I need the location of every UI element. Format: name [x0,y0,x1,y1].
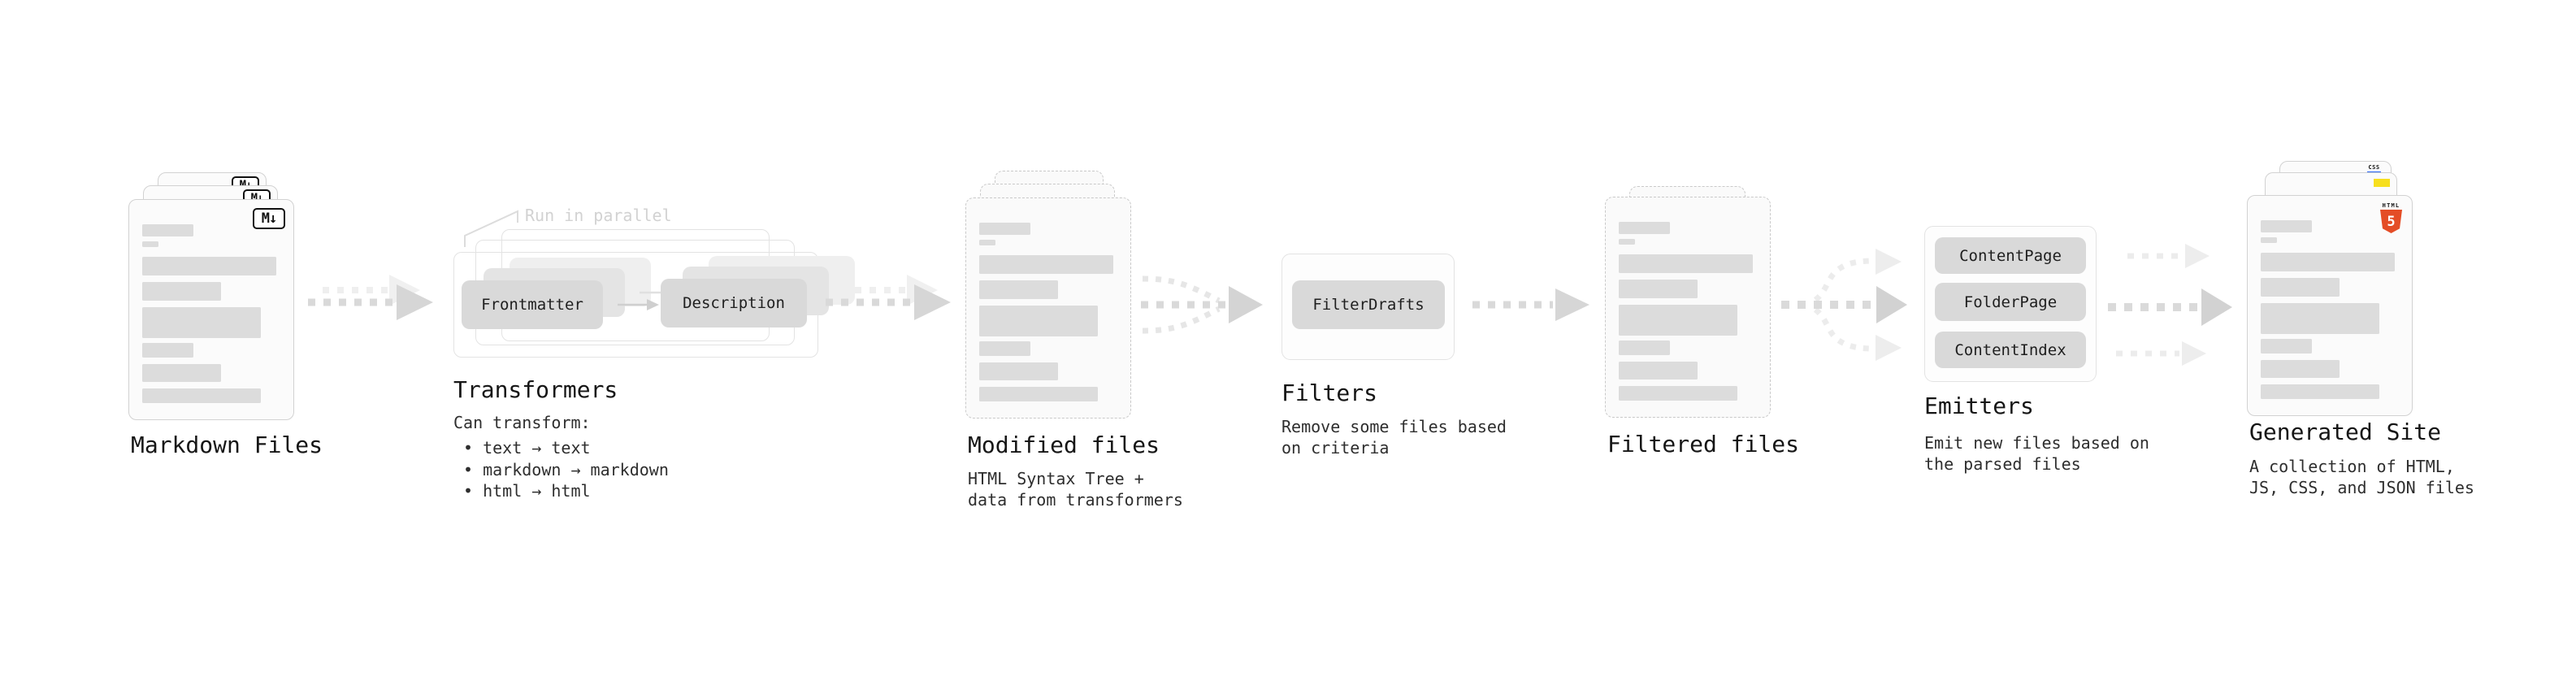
generated-site-title: Generated Site [2249,419,2442,445]
skeleton-line [1619,340,1670,355]
run-in-parallel-annotation: Run in parallel [525,206,672,225]
document-skeleton [2261,220,2399,399]
section-emitters: ContentPage FolderPage ContentIndex Emit… [1924,226,2168,486]
document-skeleton [1619,222,1757,401]
css-icon-label: CSS [2368,164,2380,171]
document-skeleton [142,224,280,403]
section-filters: FilterDrafts Filters Remove some files b… [1281,254,1525,465]
skeleton-line [979,306,1099,336]
subtitle-line: data from transformers [968,490,1183,510]
modified-files-subtitle: HTML Syntax Tree + data from transformer… [968,468,1183,510]
skeleton-line [1619,222,1670,234]
skeleton-line [979,240,996,245]
emitter-folderpage: FolderPage [1935,283,2086,321]
skeleton-line [142,257,276,275]
skeleton-line [1619,386,1738,401]
file-card: HTML 5 [2247,195,2413,416]
skeleton-line [2261,339,2312,354]
emitter-contentindex: ContentIndex [1935,332,2086,368]
subtitle-line: A collection of HTML, [2249,457,2455,476]
skeleton-line [2261,360,2340,378]
flow-arrow-markdown-to-transformers [308,275,433,320]
transform-bullet-list: • text → text • markdown → markdown • ht… [463,437,669,502]
bullet-item: • text → text [463,438,591,458]
skeleton-line [1619,280,1698,298]
flow-arrow-transformers-to-modified [826,275,951,320]
markdown-files-stack: M↓ M↓ M↓ Markdown Files [126,172,329,465]
skeleton-line [979,223,1030,235]
skeleton-line [142,388,262,403]
file-card: M↓ [128,199,294,420]
skeleton-line [1619,239,1636,245]
flow-arrow-emitters-to-generated [2108,244,2232,366]
flow-arrow-modified-to-filters [1141,275,1263,334]
step-arrow-icon [618,299,659,310]
skeleton-line [979,255,1113,274]
transformer-step-frontmatter: Frontmatter [462,280,603,329]
filtered-files-title: Filtered files [1607,431,1800,458]
filters-title: Filters [1281,380,1378,406]
markdown-icon: M↓ [253,208,285,229]
flow-arrow-filters-to-filtered [1472,288,1589,321]
skeleton-line [142,364,221,382]
transformer-step-description: Description [661,279,807,327]
bullet-item: • html → html [463,481,591,501]
skeleton-line [979,362,1058,380]
generated-site-subtitle: A collection of HTML, JS, CSS, and JSON … [2249,456,2474,498]
skeleton-line [979,280,1058,299]
skeleton-line [142,343,193,358]
skeleton-line [2261,237,2278,243]
filters-subtitle: Remove some files based on criteria [1281,416,1507,458]
html5-numeral: 5 [2387,213,2396,230]
can-transform-heading: Can transform: [453,413,591,432]
document-skeleton [979,223,1117,401]
skeleton-line [1619,254,1753,273]
filter-filterdrafts: FilterDrafts [1292,280,1445,329]
generated-site-stack: CSS HTML 5 Generated Site A collection o… [2244,161,2474,502]
subtitle-line: on criteria [1281,438,1390,458]
skeleton-line [2261,303,2380,334]
skeleton-line [142,241,159,247]
html5-icon: HTML 5 [2380,202,2402,233]
emitters-subtitle: Emit new files based on the parsed files [1924,432,2149,475]
subtitle-line: Emit new files based on [1924,433,2149,453]
skeleton-line [142,307,262,338]
filtered-files-stack: Filtered files [1602,184,1806,493]
skeleton-line [2261,253,2395,271]
subtitle-line: Remove some files based [1281,417,1507,436]
emitters-title: Emitters [1924,393,2034,419]
transformers-title: Transformers [453,376,618,403]
modified-files-title: Modified files [968,432,1160,458]
skeleton-line [1619,362,1698,380]
javascript-icon [2374,179,2390,187]
file-card [965,197,1131,419]
skeleton-line [979,341,1030,356]
skeleton-line [142,282,221,301]
markdown-files-title: Markdown Files [131,432,323,458]
skeleton-line [142,224,193,236]
flow-arrow-filtered-to-emitters [1781,249,1907,361]
file-card [1605,197,1771,418]
subtitle-line: JS, CSS, and JSON files [2249,478,2474,497]
modified-files-stack: Modified files HTML Syntax Tree + data f… [963,171,1183,512]
skeleton-line [2261,220,2312,232]
skeleton-line [979,387,1099,401]
section-transformers: Run in parallel Frontmatter Description … [453,203,855,512]
skeleton-line [2261,278,2340,297]
html5-icon-label: HTML [2382,202,2400,209]
skeleton-line [1619,305,1738,336]
annotation-callout-line [464,210,518,247]
emitter-contentpage: ContentPage [1935,237,2086,274]
skeleton-line [2261,384,2380,399]
bullet-item: • markdown → markdown [463,459,669,479]
subtitle-line: the parsed files [1924,454,2081,474]
subtitle-line: HTML Syntax Tree + [968,469,1144,488]
